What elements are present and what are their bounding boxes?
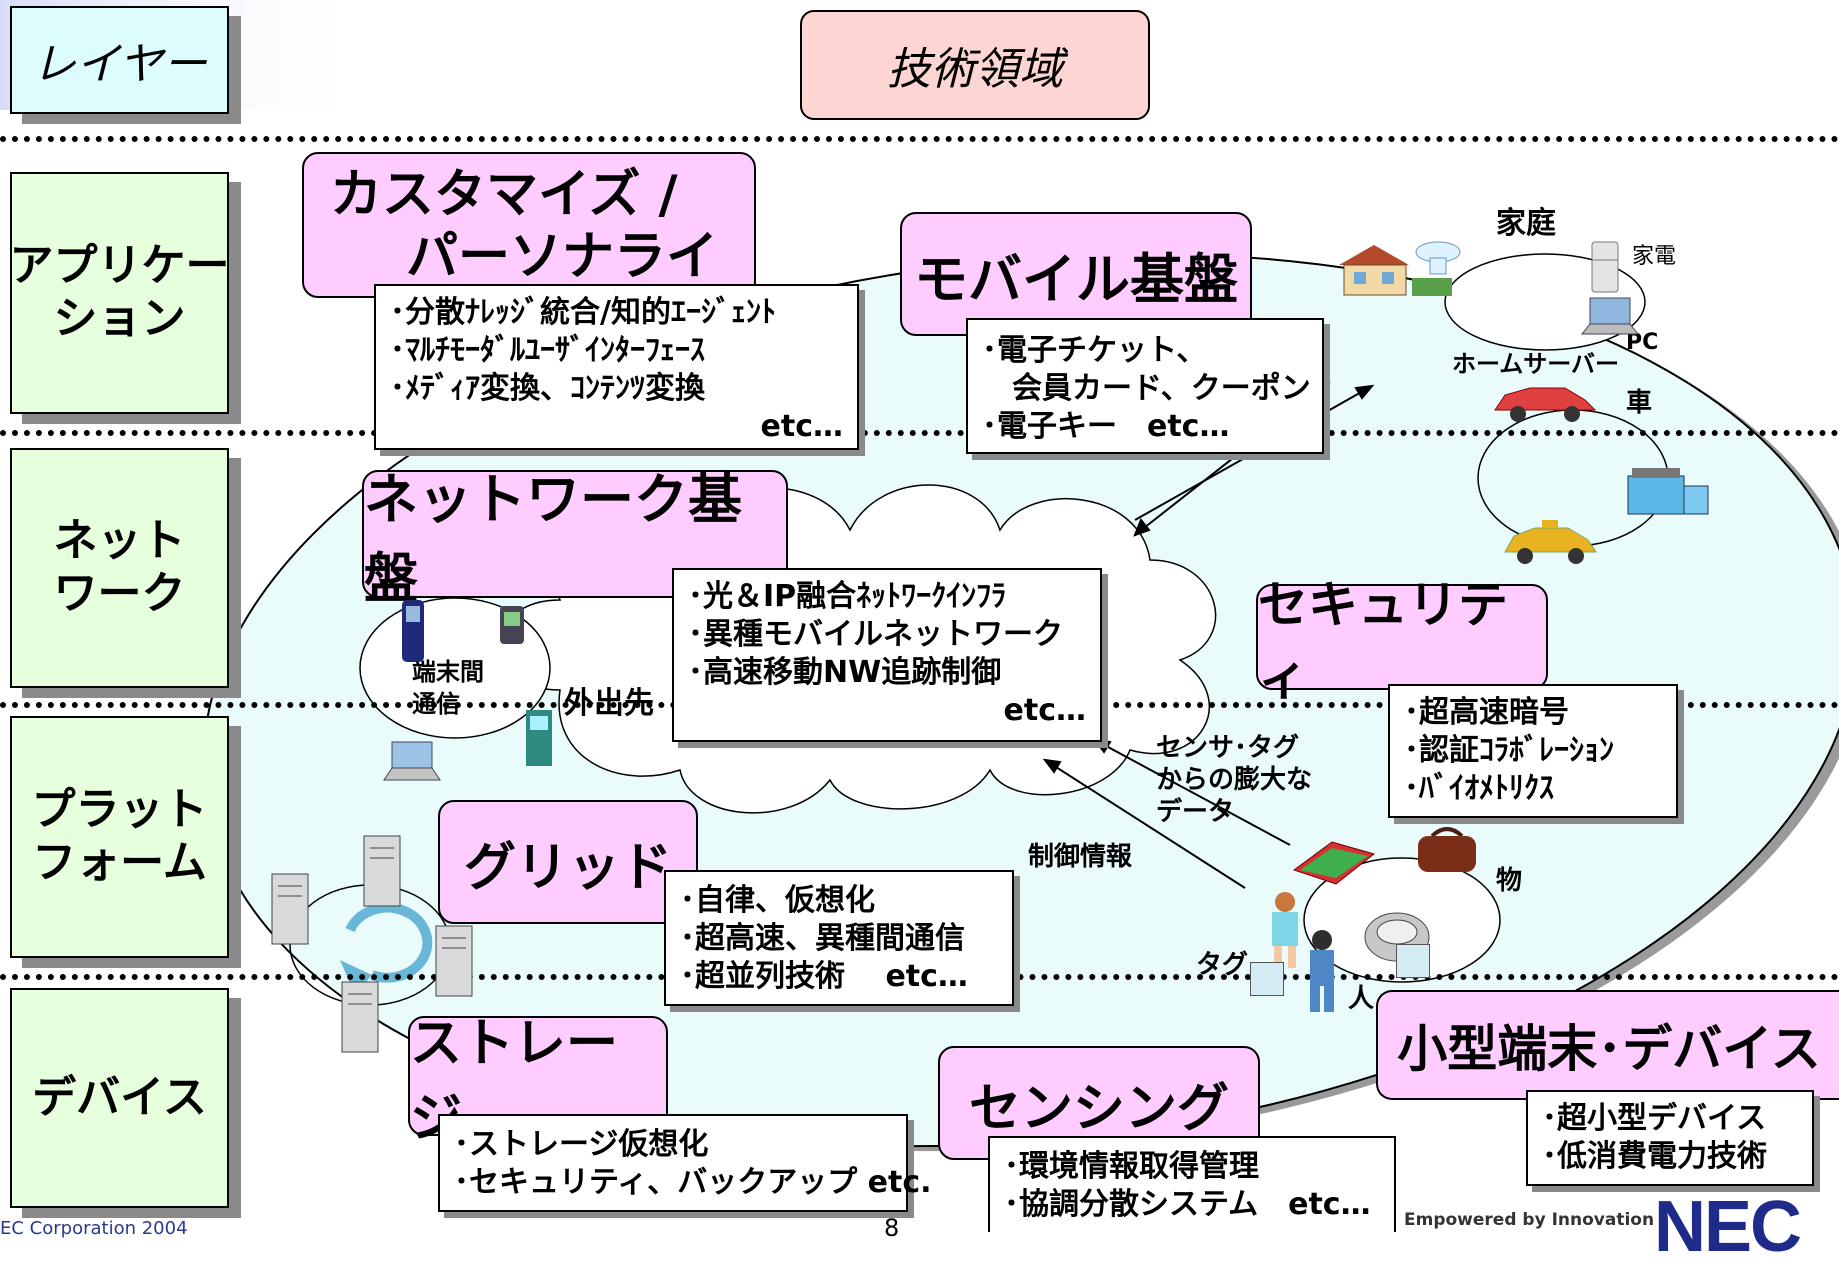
label-appliance: 家電 xyxy=(1632,244,1677,269)
server-icon-4 xyxy=(341,981,379,1053)
nec-logo: NEC xyxy=(1654,1187,1802,1267)
network-etc: etc… xyxy=(1003,693,1086,728)
label-home-server: ホームサーバー xyxy=(1452,350,1620,378)
phone-icon-2 xyxy=(500,606,524,644)
bag-icon xyxy=(1418,827,1476,872)
tag-square-1 xyxy=(1250,962,1284,996)
separator-2 xyxy=(0,430,1839,436)
sensing-item: ･協調分散システム etc… xyxy=(1004,1187,1371,1222)
sensing-item: ･環境情報取得管理 xyxy=(1004,1149,1259,1184)
customize-title-box: カスタマイズ / パーソナライズ xyxy=(302,152,756,349)
laptop-icon-2 xyxy=(383,741,441,781)
kiosk-icon xyxy=(526,710,552,766)
server-icon-3 xyxy=(435,925,473,997)
layer-application: アプリケー ション xyxy=(9,172,230,414)
label-car: 車 xyxy=(1626,388,1653,418)
mobile-item: 会員カード、クーポン xyxy=(982,371,1311,406)
tag-square-2 xyxy=(1396,944,1430,978)
truck-icon xyxy=(1627,468,1709,515)
grid-item: ･超高速、異種間通信 xyxy=(680,921,965,956)
label-person: 人 xyxy=(1348,984,1375,1014)
label-sensor-data: センサ･タグ からの膨大な データ xyxy=(1156,733,1313,827)
person-male-icon xyxy=(1310,930,1334,1012)
network-item: ･高速移動NW追跡制御 xyxy=(688,655,1002,690)
customize-item: ･ﾏﾙﾁﾓｰﾀﾞﾙﾕｰｻﾞｲﾝﾀｰﾌｪｰｽ xyxy=(390,333,705,368)
customize-item: ･分散ﾅﾚｯｼﾞ統合/知的ｴｰｼﾞｪﾝﾄ xyxy=(390,295,776,330)
mobile-items-box: ･電子チケット、 会員カード、クーポン ･電子キー etc… xyxy=(966,318,1324,454)
network-item: ･光＆IP融合ﾈｯﾄﾜｰｸｲﾝﾌﾗ xyxy=(688,579,1007,614)
layer-network: ネット ワーク xyxy=(10,448,229,688)
layer-platform-label: プラット フォーム xyxy=(31,784,208,888)
server-icon-1 xyxy=(363,835,401,907)
label-thing: 物 xyxy=(1496,866,1523,896)
toilet-icon xyxy=(1415,241,1461,275)
sensing-title: センシング xyxy=(968,1078,1229,1139)
separator-1 xyxy=(0,136,1839,142)
label-home: 家庭 xyxy=(1496,206,1556,241)
mobile-title: モバイル基盤 xyxy=(914,247,1238,311)
network-title: ネットワーク基盤 xyxy=(364,468,742,610)
network-items-box: ･光＆IP融合ﾈｯﾄﾜｰｸｲﾝﾌﾗ ･異種モバイルネットワーク ･高速移動NW追… xyxy=(672,568,1102,742)
mobile-item: ･電子チケット、 xyxy=(982,333,1207,368)
layer-network-label: ネット ワーク xyxy=(53,515,186,619)
security-title-box: セキュリティ xyxy=(1256,576,1548,706)
security-item: ･認証ｺﾗﾎﾞﾚｰｼｮﾝ xyxy=(1404,733,1614,768)
layer-header: レイヤー xyxy=(10,6,229,114)
customize-etc: etc… xyxy=(760,409,843,444)
layer-device: デバイス xyxy=(10,988,229,1208)
storage-item: ･セキュリティ、バックアップ etc. xyxy=(454,1165,932,1200)
grid-item: ･超並列技術 etc… xyxy=(680,959,968,994)
house-icon xyxy=(1339,245,1452,296)
phone-icon xyxy=(402,600,424,662)
customize-items-box: ･分散ﾅﾚｯｼﾞ統合/知的ｴｰｼﾞｪﾝﾄ ･ﾏﾙﾁﾓｰﾀﾞﾙﾕｰｻﾞｲﾝﾀｰﾌｪ… xyxy=(374,284,859,450)
footer-copyright: EC Corporation 2004 xyxy=(0,1218,188,1239)
device-title-box: 小型端末･デバイス xyxy=(1376,990,1839,1100)
storage-title: ストレージ xyxy=(410,1014,619,1149)
layer-application-label: アプリケー ション xyxy=(9,240,230,344)
mobile-item: ･電子キー etc… xyxy=(982,409,1230,444)
tech-header: 技術領域 xyxy=(800,10,1150,120)
device-title: 小型端末･デバイス xyxy=(1397,1020,1821,1078)
grid-items-box: ･自律、仮想化 ･超高速、異種間通信 ･超並列技術 etc… xyxy=(664,870,1014,1006)
device-items-box: ･超小型デバイス ･低消費電力技術 xyxy=(1526,1090,1814,1186)
grid-title: グリッド xyxy=(463,837,672,898)
layer-device-label: デバイス xyxy=(32,1071,207,1123)
device-item: ･低消費電力技術 xyxy=(1542,1139,1767,1174)
fridge-icon xyxy=(1591,241,1619,293)
mobile-title-box: モバイル基盤 xyxy=(900,212,1252,336)
footer-page: 8 xyxy=(884,1214,900,1242)
storage-item: ･ストレージ仮想化 xyxy=(454,1127,709,1162)
person-female-icon xyxy=(1272,892,1298,968)
car-red-icon xyxy=(1494,387,1597,422)
server-icon-2 xyxy=(271,873,309,945)
network-item: ･異種モバイルネットワーク xyxy=(688,617,1063,652)
footer-tagline: Empowered by Innovation xyxy=(1404,1210,1655,1230)
customize-item: ･ﾒﾃﾞｨｱ変換、ｺﾝﾃﾝﾂ変換 xyxy=(390,371,705,406)
label-control-info: 制御情報 xyxy=(1028,842,1133,872)
label-terminal-comm: 端末間 通信 xyxy=(412,658,484,718)
sensing-items-box: ･環境情報取得管理 ･協調分散システム etc… xyxy=(988,1136,1396,1232)
label-tag: タグ xyxy=(1196,950,1249,980)
grid-title-box: グリッド xyxy=(438,800,698,924)
security-item: ･超高速暗号 xyxy=(1404,695,1569,730)
laptop-icon xyxy=(1580,297,1640,335)
security-title: セキュリティ xyxy=(1258,576,1508,706)
grid-item: ･自律、仮想化 xyxy=(680,883,875,918)
device-item: ･超小型デバイス xyxy=(1542,1101,1767,1136)
storage-items-box: ･ストレージ仮想化 ･セキュリティ、バックアップ etc. xyxy=(438,1114,932,1212)
label-outside: 外出先 xyxy=(564,686,654,721)
taxi-icon xyxy=(1504,520,1597,564)
security-item: ･ﾊﾞｲｵﾒﾄﾘｸｽ xyxy=(1404,771,1554,806)
customize-title-line1: カスタマイズ / xyxy=(330,165,678,225)
book-icon xyxy=(1292,841,1376,885)
security-items-box: ･超高速暗号 ･認証ｺﾗﾎﾞﾚｰｼｮﾝ ･ﾊﾞｲｵﾒﾄﾘｸｽ xyxy=(1388,684,1678,818)
layer-platform: プラット フォーム xyxy=(10,716,229,958)
